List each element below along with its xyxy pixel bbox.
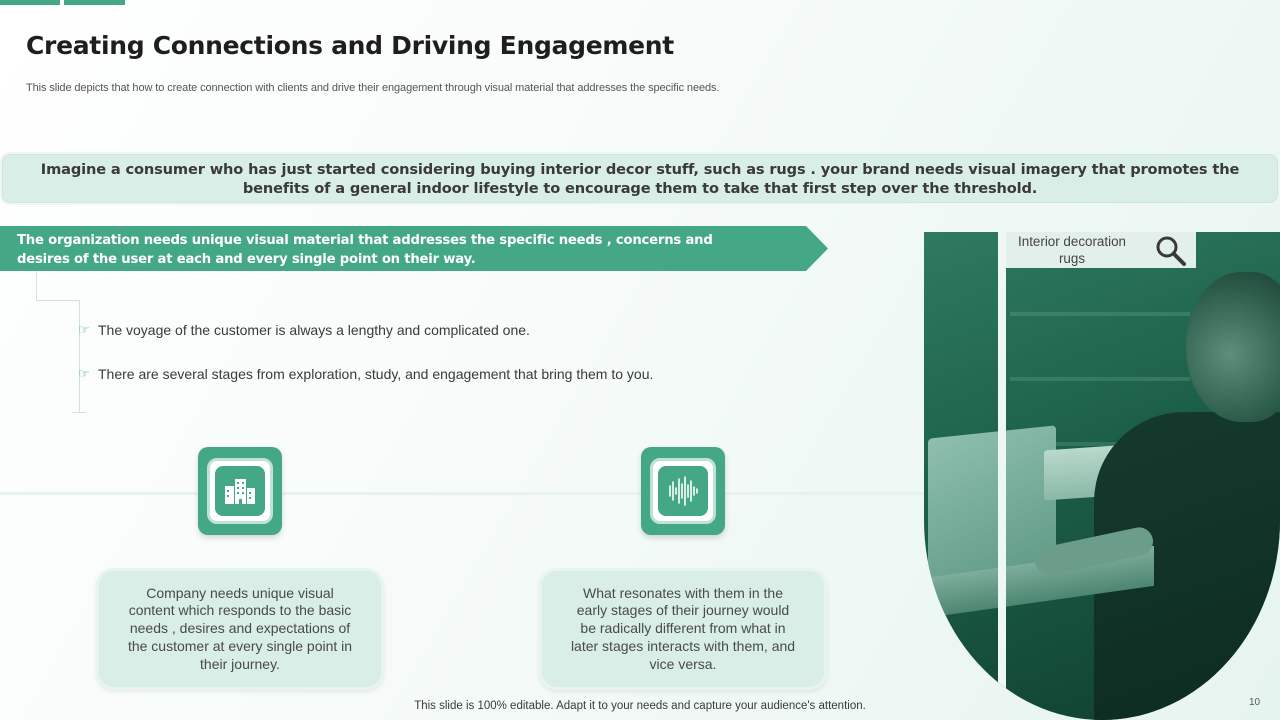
top-accent-tab-2 bbox=[64, 0, 125, 5]
person-laptop-photo bbox=[924, 232, 1280, 720]
highlight-arrow: The organization needs unique visual mat… bbox=[0, 226, 828, 271]
page-number: 10 bbox=[1249, 697, 1261, 708]
pointing-hand-icon: ☞ bbox=[78, 322, 90, 337]
sound-wave-icon-tile bbox=[641, 447, 725, 535]
photo-person-head bbox=[1186, 272, 1280, 422]
buildings-icon bbox=[225, 479, 255, 504]
search-chip-text: Interior decoration rugs bbox=[1018, 233, 1126, 267]
slide-title: Creating Connections and Driving Engagem… bbox=[26, 31, 674, 60]
connector-line bbox=[79, 300, 80, 412]
slide-subtitle: This slide depicts that how to create co… bbox=[26, 82, 720, 94]
connector-line bbox=[72, 412, 86, 413]
connector-line bbox=[36, 300, 80, 301]
sound-wave-icon bbox=[669, 476, 698, 506]
info-card-text: What resonates with them in the early st… bbox=[570, 584, 796, 672]
info-card-2: What resonates with them in the early st… bbox=[539, 568, 827, 690]
bullet-text: There are several stages from exploratio… bbox=[98, 366, 654, 382]
connector-line bbox=[36, 271, 37, 301]
bullet-text: The voyage of the customer is always a l… bbox=[98, 322, 530, 338]
photo-shelf bbox=[1010, 312, 1190, 316]
search-chip: Interior decoration rugs bbox=[1006, 232, 1196, 268]
bullet-item: ☞ The voyage of the customer is always a… bbox=[78, 322, 530, 338]
highlight-arrow-text: The organization needs unique visual mat… bbox=[17, 233, 713, 267]
photo-shelf bbox=[1010, 442, 1190, 446]
footer-note: This slide is 100% editable. Adapt it to… bbox=[414, 700, 866, 712]
intro-banner-text: Imagine a consumer who has just started … bbox=[40, 160, 1240, 197]
photo-shelf bbox=[1010, 377, 1190, 381]
info-card-text: Company needs unique visual content whic… bbox=[127, 584, 353, 672]
pointing-hand-icon: ☞ bbox=[78, 366, 90, 381]
horizontal-divider bbox=[0, 492, 924, 495]
bullet-item: ☞ There are several stages from explorat… bbox=[78, 366, 653, 382]
magnifier-icon bbox=[1156, 236, 1186, 266]
photo-divider bbox=[998, 232, 1006, 720]
buildings-icon-tile bbox=[198, 447, 282, 535]
top-accent-tab-1 bbox=[0, 0, 60, 5]
intro-banner: Imagine a consumer who has just started … bbox=[0, 152, 1280, 205]
info-card-1: Company needs unique visual content whic… bbox=[96, 568, 384, 690]
